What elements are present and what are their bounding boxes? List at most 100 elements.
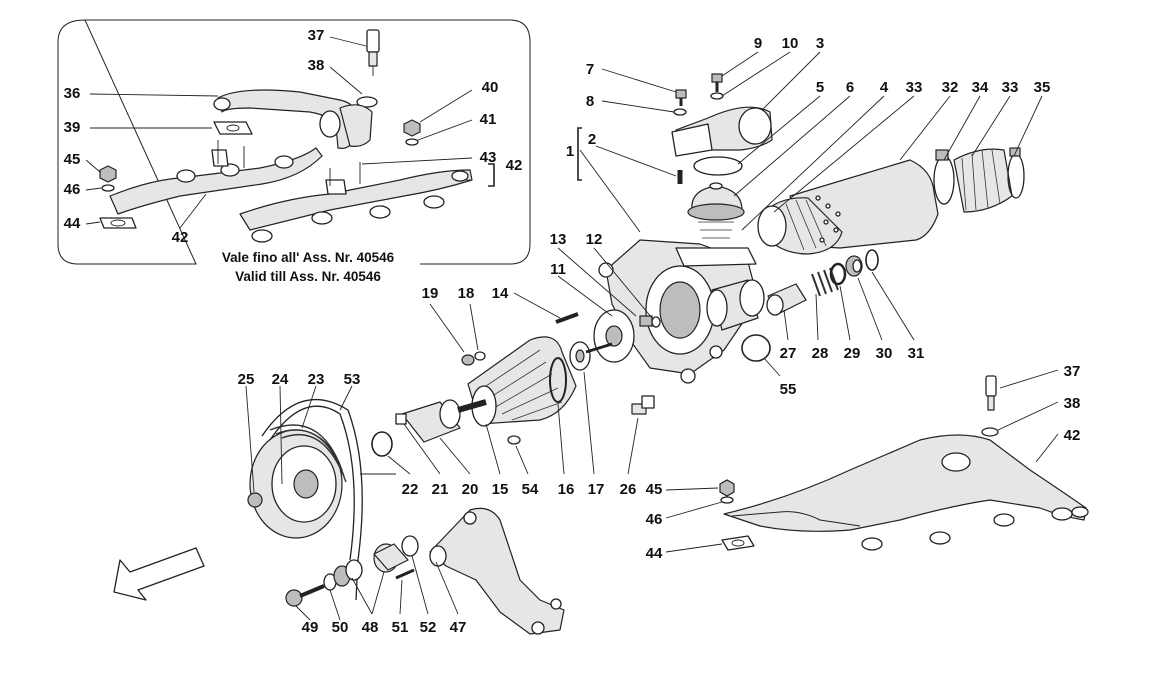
nut-45 [719,479,735,497]
intake-hose-pipe-33 [757,159,939,255]
bolt-25 [247,492,263,508]
label-24: 24 [272,371,289,388]
label-2: 2 [588,131,596,148]
leader-lines [245,51,1059,621]
label-29: 29 [844,345,861,362]
label-25: 25 [238,371,255,388]
label-inset-43: 43 [480,149,497,166]
bushing-30 [845,255,863,277]
direction-arrow [113,547,205,601]
label-11: 11 [550,261,566,278]
hose-clamp-35 [1007,147,1025,199]
inset-temperature-sensor [366,29,380,76]
bolt-49 [285,584,325,607]
label-37: 37 [1064,363,1081,380]
label-35: 35 [1034,79,1051,96]
label-32: 32 [942,79,959,96]
label-49: 49 [302,619,319,636]
pulley-24 [249,429,343,539]
impeller-11 [593,309,635,363]
shaft [585,342,613,354]
inset-pipe-36 [213,89,357,149]
hose-clamp-32 [933,149,955,205]
label-12: 12 [586,231,603,248]
inset-labels: 37 38 36 39 40 41 43 42 45 46 44 42 [64,27,523,246]
label-inset-46: 46 [64,181,81,198]
label-38: 38 [1064,395,1081,412]
label-23: 23 [308,371,325,388]
inset-washer-38 [356,96,378,108]
label-53: 53 [344,371,361,388]
plug-54 [507,435,521,445]
label-26: 26 [620,481,637,498]
inset-gasket-39 [213,121,253,135]
washer-8 [673,108,687,116]
screw-51 [395,568,415,580]
label-inset-38: 38 [308,57,325,74]
exhaust-manifold-42 [723,434,1089,551]
seal-16-17 [549,341,591,403]
inset-caption-it: Vale fino all' Ass. Nr. 40546 [222,250,395,265]
label-inset-40: 40 [482,79,499,96]
label-inset-36: 36 [64,85,81,102]
hose-nipple-26 [631,395,655,415]
tensioner-bracket-47 [429,507,565,635]
nut-19 [461,354,475,366]
fitting-12-13 [639,315,661,328]
inset-pipe-elbow [339,104,373,147]
label-21: 21 [432,481,449,498]
label-7: 7 [586,61,594,78]
label-5: 5 [816,79,824,96]
ring-29 [829,262,847,286]
label-18: 18 [458,285,475,302]
inset-exhaust-manifold-left [109,147,323,215]
label-inset-37: 37 [308,27,325,44]
pump-cover-15 [467,336,577,427]
inset-panel: Vale fino all' Ass. Nr. 40546 Valid till… [57,19,531,284]
o-ring-55 [741,334,771,362]
label-45: 45 [646,481,663,498]
label-30: 30 [876,345,893,362]
label-4: 4 [880,79,889,96]
spring-28 [811,267,839,297]
temperature-sensor-37 [985,375,997,411]
washer-50-52 [323,535,419,591]
label-inset-42-bracket: 42 [506,157,523,174]
label-inset-41: 41 [480,111,497,128]
label-54: 54 [522,481,539,498]
label-inset-42: 42 [172,229,189,246]
label-inset-44: 44 [64,215,81,232]
inset-nut-45 [99,165,117,183]
inset-washer-46 [101,184,115,192]
thermostat-valve-6 [687,182,745,239]
thermostat-housing-3 [671,106,773,157]
inset-nut-40 [403,119,421,137]
label-47: 47 [450,619,467,636]
water-pump-body-1 [598,239,759,384]
key-21 [395,413,407,425]
label-9: 9 [754,35,762,52]
bellows-34 [953,148,1013,213]
inset-gasket-44 [99,217,137,229]
stud-14 [555,312,579,324]
label-42: 42 [1064,427,1081,444]
circlip-22 [371,431,393,457]
label-1: 1 [566,143,574,160]
label-19: 19 [422,285,439,302]
label-28: 28 [812,345,829,362]
label-51: 51 [392,619,409,636]
label-8: 8 [586,93,594,110]
label-55: 55 [780,381,797,398]
shaft-bearing-20 [401,399,487,443]
label-52: 52 [420,619,437,636]
circlip-31 [865,249,879,271]
sleeve-27 [766,283,807,316]
label-50: 50 [332,619,349,636]
label-inset-39: 39 [64,119,81,136]
label-13: 13 [550,231,567,248]
bolt-7 [675,89,687,106]
washer-10 [710,92,724,100]
label-3: 3 [816,35,824,52]
tensioner-roller-48 [373,543,409,573]
